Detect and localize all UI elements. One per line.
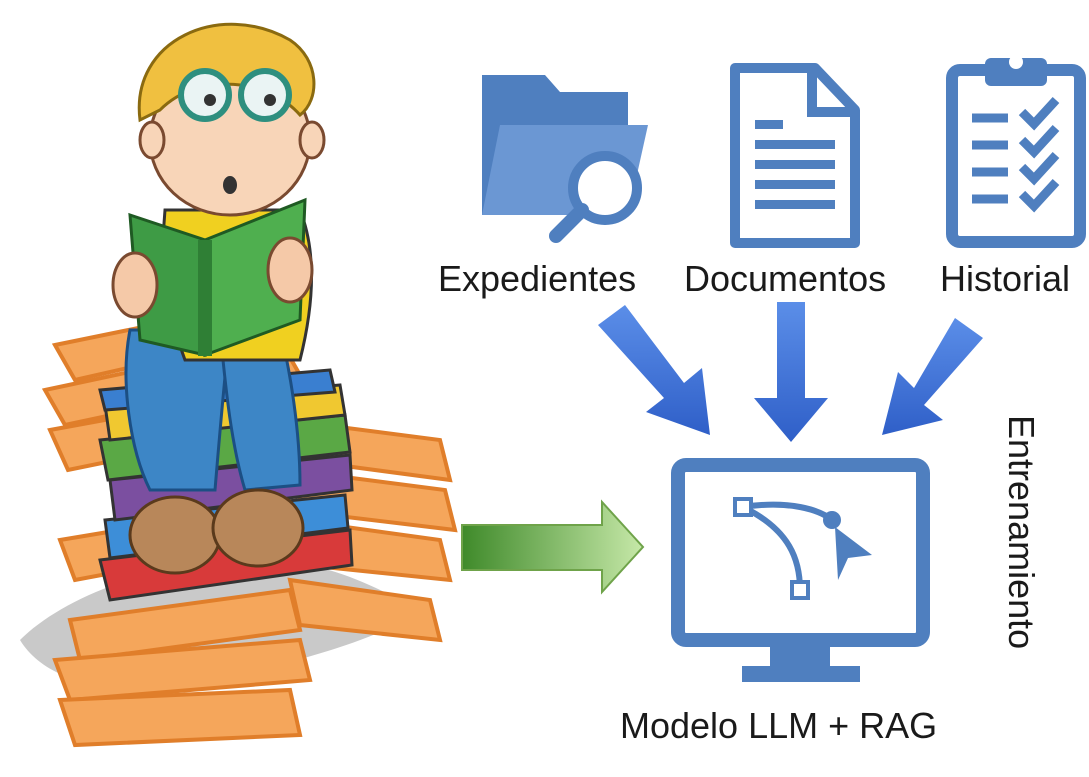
reading-child-illustration <box>20 22 458 748</box>
child <box>111 22 326 575</box>
source-arrows <box>598 302 983 442</box>
clipboard-checklist-icon <box>946 55 1086 248</box>
model-label: Modelo LLM + RAG <box>620 705 938 746</box>
historial-label: Historial <box>940 258 1071 299</box>
arrow-from-expedientes <box>598 305 710 435</box>
document-icon <box>730 63 860 248</box>
arrow-from-documentos <box>754 302 828 442</box>
folder-search-icon <box>482 75 648 243</box>
documentos-label: Documentos <box>684 258 887 299</box>
training-label: Entrenamiento <box>1001 415 1042 650</box>
arrow-from-historial <box>882 318 983 435</box>
green-arrow <box>461 499 645 595</box>
expedientes-label: Expedientes <box>438 258 637 299</box>
monitor-bezier-icon <box>671 458 930 682</box>
